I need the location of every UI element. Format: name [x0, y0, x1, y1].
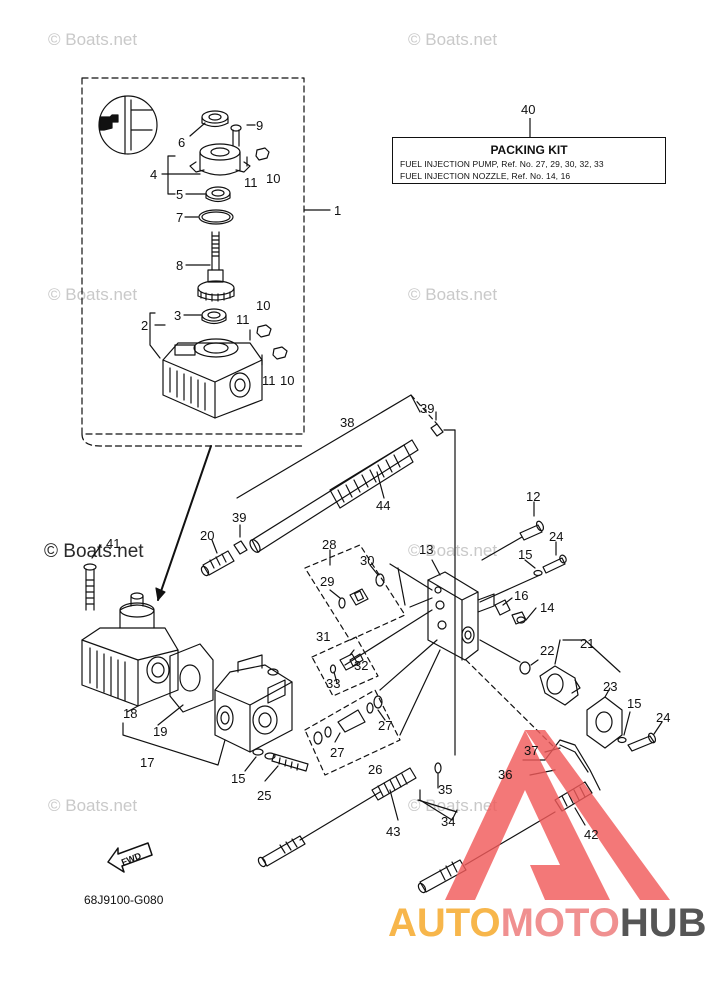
callout-11: 11 [236, 312, 250, 327]
callout-28: 28 [322, 537, 337, 552]
callout-23: 23 [603, 679, 618, 694]
callout-19: 19 [153, 724, 168, 739]
callout-10: 10 [266, 171, 281, 186]
callout-14: 14 [540, 600, 555, 615]
watermark: © Boats.net [48, 30, 138, 49]
callout-39: 39 [232, 510, 247, 525]
callout-1: 1 [334, 203, 342, 218]
callout-32: 32 [354, 658, 369, 673]
callout-20: 20 [200, 528, 215, 543]
callout-34: 34 [441, 814, 456, 829]
packing-kit-line-1: FUEL INJECTION PUMP, Ref. No. 27, 29, 30… [400, 159, 604, 169]
callout-43: 43 [386, 824, 401, 839]
callout-11: 11 [262, 373, 276, 388]
callout-24: 24 [656, 710, 671, 725]
callout-37: 37 [524, 743, 539, 758]
callout-12: 12 [526, 489, 541, 504]
callout-18: 18 [123, 706, 138, 721]
callout-6: 6 [178, 135, 186, 150]
callout-13: 13 [419, 542, 434, 557]
detail-box [81, 77, 305, 435]
callout-27: 27 [330, 745, 345, 760]
callout-22: 22 [540, 643, 555, 658]
callout-39: 39 [420, 401, 435, 416]
callout-17: 17 [140, 755, 155, 770]
callout-15: 15 [518, 547, 533, 562]
packing-kit-title: PACKING KIT [490, 143, 568, 157]
callout-44: 44 [376, 498, 391, 513]
watermark: © Boats.net [44, 541, 144, 562]
callout-40: 40 [521, 102, 536, 117]
callout-16: 16 [514, 588, 529, 603]
callout-38: 38 [340, 415, 355, 430]
diagram-code: 68J9100-G080 [84, 893, 164, 907]
callout-35: 35 [438, 782, 453, 797]
callout-25: 25 [257, 788, 272, 803]
callout-4: 4 [150, 167, 158, 182]
callout-15: 15 [231, 771, 246, 786]
callout-26: 26 [368, 762, 383, 777]
callout-33: 33 [326, 676, 341, 691]
packing-kit-box: PACKING KIT FUEL INJECTION PUMP, Ref. No… [392, 137, 666, 184]
logo-auto: AUTO [388, 901, 501, 945]
callout-9: 9 [256, 118, 264, 133]
callout-24: 24 [549, 529, 564, 544]
callout-5: 5 [176, 187, 184, 202]
watermark: © Boats.net [48, 796, 138, 815]
callout-31: 31 [316, 629, 331, 644]
callout-36: 36 [498, 767, 513, 782]
callout-10: 10 [256, 298, 271, 313]
callout-10: 10 [280, 373, 295, 388]
watermark: © Boats.net [48, 285, 138, 304]
watermark: © Boats.net [408, 541, 498, 560]
callout-27: 27 [378, 718, 393, 733]
logo-moto: MOTO [500, 901, 620, 945]
watermark: © Boats.net [408, 285, 498, 304]
callout-21: 21 [580, 636, 595, 651]
callout-41: 41 [106, 536, 121, 551]
packing-kit-line-2: FUEL INJECTION NOZZLE, Ref. No. 14, 16 [400, 171, 571, 181]
callout-42: 42 [584, 827, 599, 842]
watermark: © Boats.net [408, 30, 498, 49]
logo-hub: HUB [619, 901, 707, 945]
callout-3: 3 [174, 308, 182, 323]
callout-7: 7 [176, 210, 184, 225]
watermark: © Boats.net [408, 796, 498, 815]
callout-8: 8 [176, 258, 184, 273]
callout-30: 30 [360, 553, 375, 568]
automotohub-logo: AUTOMOTOHUB [388, 903, 707, 943]
callout-11: 11 [244, 175, 258, 190]
callout-29: 29 [320, 574, 335, 589]
callout-2: 2 [141, 318, 149, 333]
callout-15: 15 [627, 696, 642, 711]
